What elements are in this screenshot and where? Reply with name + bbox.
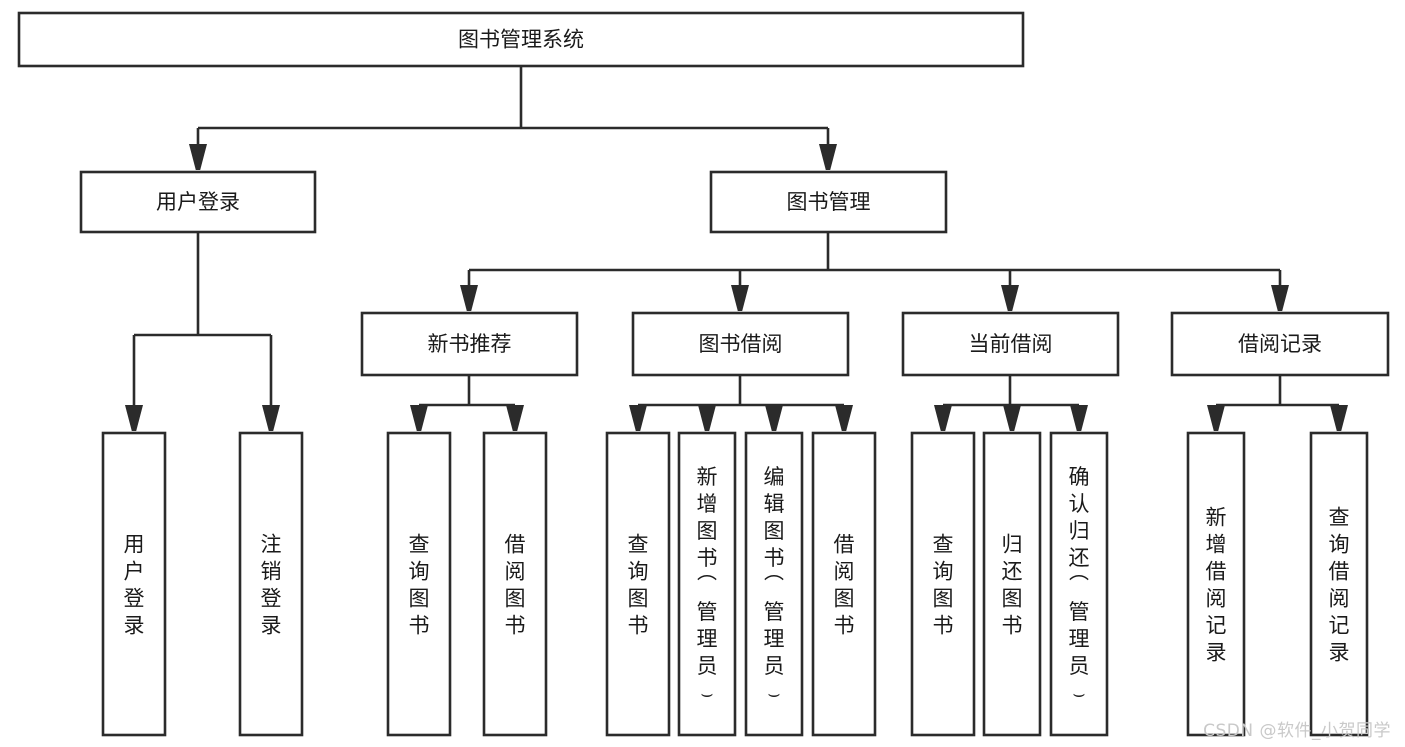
arrow-head-icon — [262, 405, 280, 431]
arrow-head-icon — [765, 405, 783, 431]
node-leaf-query-book-cur[interactable]: 查询图书 — [910, 431, 976, 737]
node-box-borrow-record[interactable] — [1170, 311, 1390, 377]
arrow-head-icon — [1330, 405, 1348, 431]
node-label-leaf-user-logout: 注销登录 — [261, 533, 282, 638]
node-label-leaf-add-record: 新增借阅记录 — [1206, 506, 1227, 665]
node-label-new-book-recommend: 新书推荐 — [428, 332, 512, 356]
node-box-leaf-user-login[interactable] — [101, 431, 167, 737]
node-leaf-user-login[interactable]: 用户登录 — [101, 431, 167, 737]
node-leaf-edit-book[interactable]: 编辑图书⌒管理员⌣ — [744, 431, 804, 737]
node-label-leaf-edit-book: 编辑图书⌒管理员⌣ — [764, 465, 785, 705]
node-borrow-record[interactable]: 借阅记录 — [1170, 311, 1390, 377]
node-leaf-query-record[interactable]: 查询借阅记录 — [1309, 431, 1369, 737]
node-leaf-return-book[interactable]: 归还图书 — [982, 431, 1042, 737]
node-box-new-book-recommend[interactable] — [360, 311, 579, 377]
connector-layer — [125, 66, 1348, 431]
node-label-leaf-borrow-book-rec: 借阅图书 — [505, 533, 526, 638]
node-label-leaf-add-book: 新增图书⌒管理员⌣ — [697, 465, 718, 705]
node-label-book-borrow: 图书借阅 — [699, 332, 783, 356]
node-leaf-borrow-book-rec[interactable]: 借阅图书 — [482, 431, 548, 737]
node-label-leaf-user-login: 用户登录 — [124, 533, 145, 638]
node-label-current-borrow: 当前借阅 — [969, 332, 1053, 356]
arrow-head-icon — [410, 405, 428, 431]
arrow-head-icon — [506, 405, 524, 431]
node-label-leaf-query-book-rec: 查询图书 — [409, 533, 430, 638]
node-leaf-user-logout[interactable]: 注销登录 — [238, 431, 304, 737]
node-current-borrow[interactable]: 当前借阅 — [901, 311, 1120, 377]
arrow-head-icon — [629, 405, 647, 431]
node-box-leaf-query-book-borrow[interactable] — [605, 431, 671, 737]
node-label-leaf-query-book-cur: 查询图书 — [933, 533, 954, 638]
arrow-head-icon — [835, 405, 853, 431]
node-box-book-manage[interactable] — [709, 170, 948, 234]
arrow-head-icon — [731, 285, 749, 311]
node-root[interactable]: 图书管理系统 — [17, 11, 1025, 68]
node-box-leaf-user-logout[interactable] — [238, 431, 304, 737]
arrow-head-icon — [460, 285, 478, 311]
node-leaf-add-record[interactable]: 新增借阅记录 — [1186, 431, 1246, 737]
node-box-leaf-add-book[interactable] — [677, 431, 737, 737]
node-box-root[interactable] — [17, 11, 1025, 68]
node-layer: 图书管理系统用户登录图书管理新书推荐图书借阅当前借阅借阅记录用户登录注销登录查询… — [17, 11, 1390, 737]
node-label-book-manage: 图书管理 — [787, 190, 871, 214]
node-label-leaf-return-book: 归还图书 — [1002, 533, 1023, 638]
node-label-borrow-record: 借阅记录 — [1238, 332, 1322, 356]
node-box-leaf-borrow-book[interactable] — [811, 431, 877, 737]
arrow-head-icon — [698, 405, 716, 431]
node-book-manage[interactable]: 图书管理 — [709, 170, 948, 234]
node-box-leaf-query-book-rec[interactable] — [386, 431, 452, 737]
node-leaf-query-book-rec[interactable]: 查询图书 — [386, 431, 452, 737]
node-box-leaf-return-book[interactable] — [982, 431, 1042, 737]
node-box-leaf-query-book-cur[interactable] — [910, 431, 976, 737]
node-box-leaf-edit-book[interactable] — [744, 431, 804, 737]
node-box-leaf-add-record[interactable] — [1186, 431, 1246, 737]
node-box-user-login[interactable] — [79, 170, 317, 234]
node-label-leaf-query-book-borrow: 查询图书 — [628, 533, 649, 638]
arrow-head-icon — [1070, 405, 1088, 431]
csdn-watermark: CSDN @软件_小贺同学 — [1203, 721, 1391, 741]
node-label-leaf-confirm-return: 确认归还⌒管理员⌣ — [1069, 465, 1090, 705]
arrow-head-icon — [189, 144, 207, 170]
node-box-current-borrow[interactable] — [901, 311, 1120, 377]
node-label-root: 图书管理系统 — [458, 28, 584, 52]
node-box-leaf-query-record[interactable] — [1309, 431, 1369, 737]
node-new-book-recommend[interactable]: 新书推荐 — [360, 311, 579, 377]
node-leaf-add-book[interactable]: 新增图书⌒管理员⌣ — [677, 431, 737, 737]
arrow-head-icon — [1003, 405, 1021, 431]
arrow-head-icon — [1271, 285, 1289, 311]
arrow-head-icon — [819, 144, 837, 170]
node-leaf-borrow-book[interactable]: 借阅图书 — [811, 431, 877, 737]
node-user-login[interactable]: 用户登录 — [79, 170, 317, 234]
node-box-book-borrow[interactable] — [631, 311, 850, 377]
node-label-leaf-query-record: 查询借阅记录 — [1329, 506, 1350, 665]
node-book-borrow[interactable]: 图书借阅 — [631, 311, 850, 377]
arrow-head-icon — [1207, 405, 1225, 431]
node-leaf-query-book-borrow[interactable]: 查询图书 — [605, 431, 671, 737]
node-label-user-login: 用户登录 — [156, 190, 240, 214]
node-label-leaf-borrow-book: 借阅图书 — [834, 533, 855, 638]
node-leaf-confirm-return[interactable]: 确认归还⌒管理员⌣ — [1049, 431, 1109, 737]
node-box-leaf-borrow-book-rec[interactable] — [482, 431, 548, 737]
arrow-head-icon — [934, 405, 952, 431]
arrow-head-icon — [1001, 285, 1019, 311]
node-box-leaf-confirm-return[interactable] — [1049, 431, 1109, 737]
arrow-head-icon — [125, 405, 143, 431]
